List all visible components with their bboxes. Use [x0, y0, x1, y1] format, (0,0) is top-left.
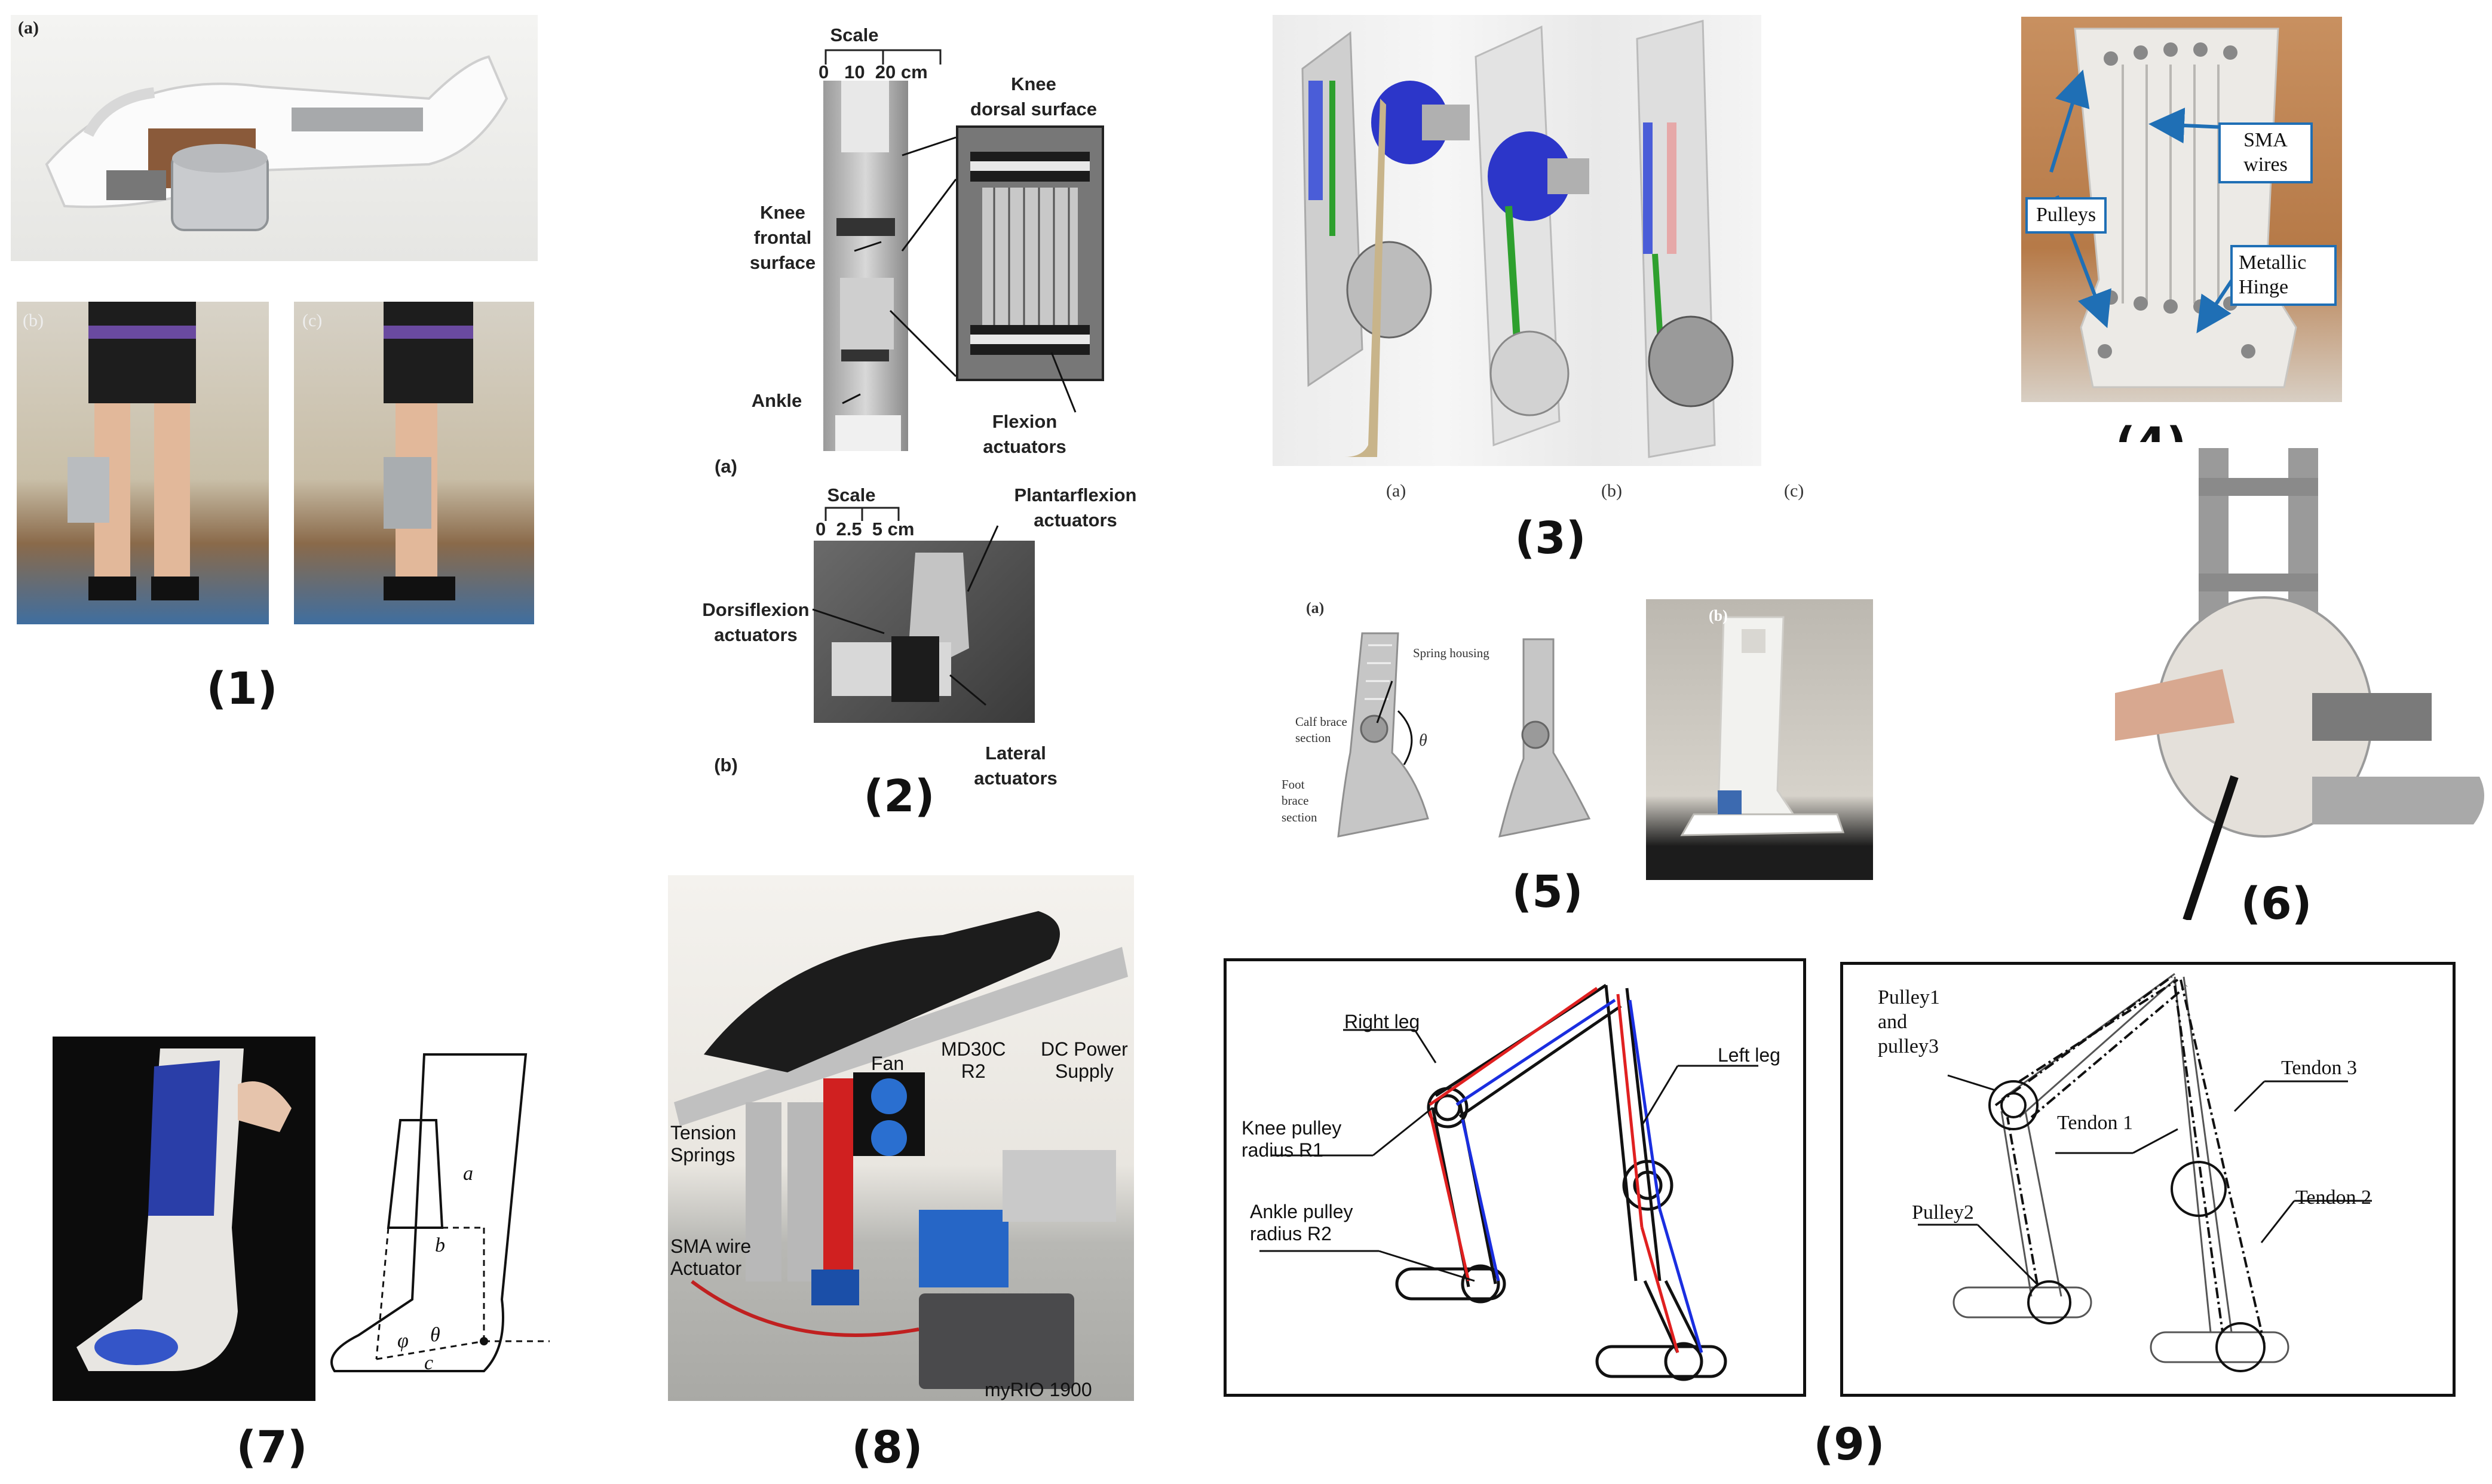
- fig5-theta-label: θ: [1419, 731, 1427, 750]
- fig1b-person-drawing: [68, 302, 199, 600]
- fig2-sub-b: (b): [714, 755, 738, 775]
- fig7-label-c: c: [424, 1352, 434, 1374]
- fig3-sub-c: (c): [1784, 481, 1804, 501]
- fig2a-knee-closeup: [956, 125, 1104, 381]
- caption-7: (7): [236, 1422, 308, 1473]
- fig2-scale-b: Scale: [827, 485, 876, 505]
- fig3-sub-a: (a): [1386, 481, 1406, 501]
- fig1a-label: (a): [18, 18, 39, 38]
- fig3-cad-render: [1273, 15, 1761, 466]
- fig5-spring-label: Spring housing: [1413, 646, 1489, 660]
- fig7-label-a: a: [463, 1163, 473, 1185]
- fig5a-drawing: [1337, 632, 1591, 838]
- fig2-scale-a: Scale: [830, 24, 879, 45]
- fig2a-leg-drawing: [835, 81, 901, 451]
- caption-8: (8): [851, 1422, 923, 1473]
- fig2-sub-a: (a): [715, 456, 737, 477]
- fig8-rig-drawing: [674, 911, 1128, 1389]
- fig3-cad-drawing: [1301, 20, 1734, 458]
- caption-6: (6): [2240, 878, 2312, 930]
- fig2-scale-bar-a: [824, 49, 942, 65]
- fig7-label-b: b: [435, 1234, 445, 1256]
- fig5b-photo: [1646, 599, 1873, 880]
- fig2b-leader-lines: [812, 525, 999, 706]
- fig2-scale-ticks-b: 0 2.5 5 cm: [816, 519, 915, 539]
- fig2b-ankle-drawing: [832, 553, 969, 702]
- fig4-pulleys-box: Pulleys: [2025, 197, 2107, 234]
- fig9a-left-leg-label: Left leg: [1718, 1044, 1780, 1066]
- fig7-photo: [53, 1037, 315, 1401]
- fig7-label-phi: φ: [397, 1330, 409, 1352]
- fig1c-label: (c): [302, 311, 323, 330]
- fig2-scale-bar-b: [824, 507, 900, 521]
- fig9a-right-leg-label: Right leg: [1344, 1011, 1420, 1032]
- fig9a-panel: [1224, 958, 1806, 1397]
- fig5-sub-b: (b): [1709, 607, 1728, 624]
- caption-5: (5): [1512, 866, 1583, 918]
- fig2-scale-ticks-a: 0 10 20 cm: [819, 62, 928, 82]
- fig1a-orthosis-drawing: [45, 55, 508, 231]
- fig2-ankle-label: Ankle: [751, 390, 802, 411]
- fig1c-photo: [294, 302, 534, 624]
- fig3-sub-b: (b): [1601, 481, 1622, 501]
- fig5-sub-a: (a): [1306, 599, 1325, 617]
- caption-1: (1): [206, 663, 278, 715]
- fig1a-photo: [11, 15, 538, 261]
- fig9b-tendon-schematic: [1918, 973, 2372, 1372]
- fig9b-pulley2-label: Pulley2: [1912, 1201, 1974, 1224]
- fig2a-knee-closeup-drawing: [970, 152, 1090, 355]
- fig9a-legs-schematic: [1259, 983, 1758, 1381]
- fig1b-photo: [17, 302, 269, 624]
- fig7-schematic: [330, 1053, 550, 1372]
- fig2a-leader-lines: [842, 136, 1077, 413]
- fig1c-person-drawing: [384, 302, 473, 600]
- fig8-fan-label: Fan: [871, 1053, 905, 1074]
- fig6-photo: [2115, 442, 2491, 920]
- fig9b-tendon3-label: Tendon 3: [2281, 1057, 2357, 1079]
- fig7-orthosis-drawing: [76, 1048, 292, 1371]
- fig7-label-theta: θ: [430, 1324, 440, 1346]
- caption-9: (9): [1813, 1419, 1885, 1470]
- fig8-photo: [668, 875, 1134, 1401]
- fig5b-orthosis-drawing: [1680, 616, 1845, 836]
- fig6-device-drawing: [2115, 448, 2484, 920]
- caption-3: (3): [1515, 513, 1586, 564]
- fig8-myrio-label: myRIO 1900: [985, 1379, 1092, 1400]
- fig9b-panel: [1840, 962, 2456, 1397]
- fig2a-leg-photo: [823, 81, 908, 451]
- fig1b-label: (b): [23, 311, 44, 330]
- fig9b-tendon2-label: Tendon 2: [2295, 1186, 2371, 1209]
- fig2b-ankle-photo: [814, 541, 1035, 723]
- fig9b-tendon1-label: Tendon 1: [2057, 1112, 2133, 1134]
- caption-2: (2): [863, 771, 935, 822]
